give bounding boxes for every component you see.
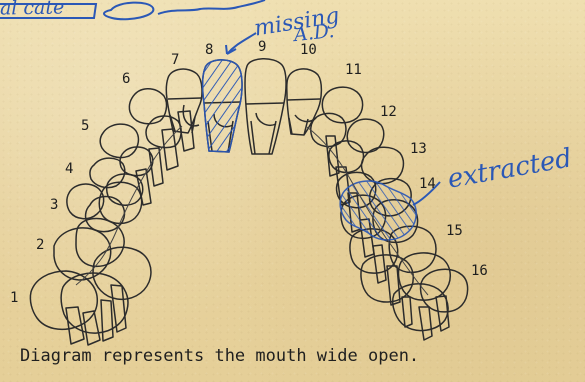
tooth-label-11: 11 bbox=[345, 63, 362, 77]
tooth-label-16: 16 bbox=[471, 264, 488, 278]
tooth-label-2: 2 bbox=[36, 238, 44, 252]
tooth-label-7: 7 bbox=[171, 53, 179, 67]
top-handwritten-scribble bbox=[158, 0, 265, 14]
tooth-label-12: 12 bbox=[380, 105, 397, 119]
top-left-handwritten-oval bbox=[104, 3, 153, 20]
tooth-label-3: 3 bbox=[50, 198, 58, 212]
tooth-label-5: 5 bbox=[81, 119, 89, 133]
missing-tooth-hatch bbox=[203, 60, 242, 152]
tooth-label-9: 9 bbox=[258, 40, 266, 54]
tooth-label-8: 8 bbox=[205, 43, 213, 57]
tooth-label-6: 6 bbox=[122, 72, 130, 86]
left-teeth-outlines bbox=[30, 89, 194, 345]
top-left-handwritten-text: al cate bbox=[0, 0, 64, 19]
tooth-label-1: 1 bbox=[10, 291, 18, 305]
front-teeth bbox=[166, 59, 321, 154]
tooth-label-10: 10 bbox=[300, 43, 317, 57]
tooth-label-15: 15 bbox=[446, 224, 463, 238]
diagram-caption: Diagram represents the mouth wide open. bbox=[20, 348, 419, 365]
tooth-label-13: 13 bbox=[410, 142, 427, 156]
tooth-label-14: 14 bbox=[419, 177, 436, 191]
tooth-label-4: 4 bbox=[65, 162, 73, 176]
